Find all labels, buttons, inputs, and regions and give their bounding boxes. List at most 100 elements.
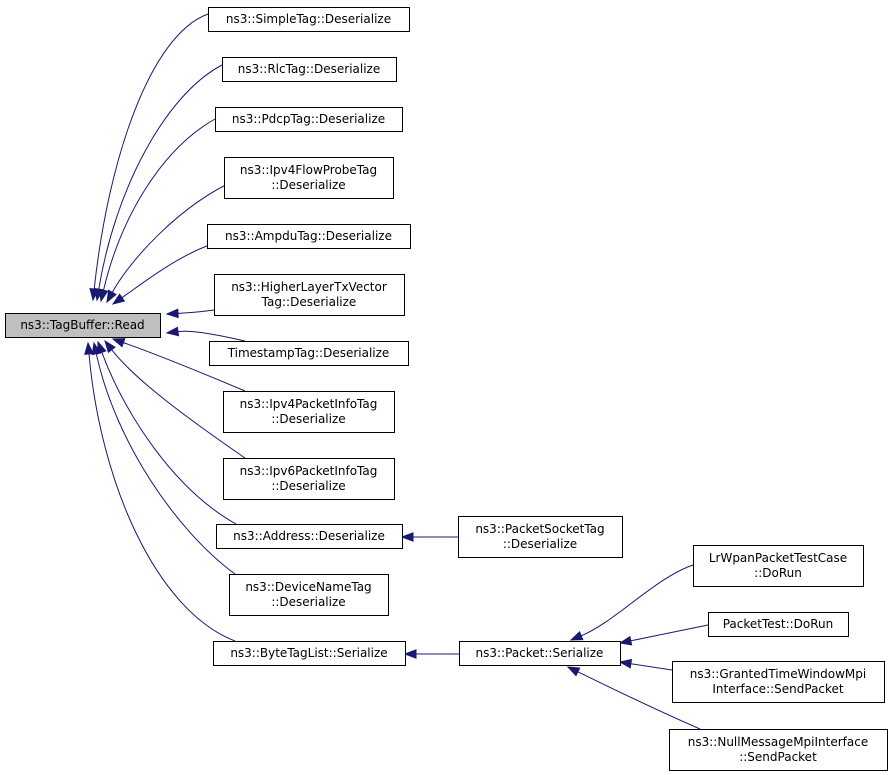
edge-line [103, 118, 216, 291]
edge-n5-to-root [111, 245, 208, 305]
graph-node[interactable]: ns3::NullMessageMpiInterface::SendPacket [669, 729, 888, 771]
node-box [214, 274, 405, 316]
arrowhead-icon [403, 649, 417, 659]
graph-node[interactable]: ns3::GrantedTimeWindowMpiInterface::Send… [672, 661, 885, 703]
graph-node[interactable]: ns3::Ipv6PacketInfoTag::Deserialize [223, 458, 395, 500]
edge-n15-to-n14 [569, 564, 694, 641]
edge-line [101, 352, 237, 525]
node-box [672, 661, 885, 703]
graph-node[interactable]: ns3::Ipv4FlowProbeTag::Deserialize [224, 157, 394, 199]
node-label: ns3::TagBuffer::Read [20, 318, 144, 332]
edge-n4-to-root [106, 179, 237, 304]
graph-node[interactable]: ns3::ByteTagList::Serialize [213, 641, 406, 666]
node-label: ns3::Ipv4PacketInfoTag [240, 397, 378, 411]
node-box [458, 516, 623, 558]
edge-line [581, 564, 694, 637]
edge-n17-to-n14 [618, 658, 673, 671]
node-label: ns3::AmpduTag::Deserialize [225, 229, 392, 243]
arrowhead-icon [569, 631, 584, 641]
arrowhead-icon [165, 308, 179, 319]
edge-line [98, 64, 223, 290]
node-label: ns3::HigherLayerTxVector [231, 280, 387, 294]
edge-line [630, 663, 673, 671]
node-box [209, 341, 409, 366]
nodes-layer: ns3::TagBuffer::Read ns3::SimpleTag::Dese… [5, 7, 888, 771]
edge-line [95, 353, 236, 575]
edge-line [577, 671, 701, 730]
arrowhead-icon [91, 341, 102, 356]
node-label: ns3::PacketSocketTag [475, 522, 604, 536]
edge-n1-to-root [89, 13, 209, 302]
arrowhead-icon [97, 340, 107, 355]
graph-node[interactable]: ns3::Ipv4PacketInfoTag::Deserialize [223, 391, 395, 433]
edge-n3-to-root [98, 118, 216, 303]
arrowhead-icon [618, 635, 633, 646]
arrowhead-icon [111, 293, 126, 305]
edge-n8-to-root [111, 338, 246, 392]
edges-layer [84, 13, 709, 730]
node-label: ::Deserialize [503, 537, 577, 551]
edge-n12-to-root [84, 341, 236, 642]
node-label: Tag::Deserialize [261, 295, 357, 309]
node-box [215, 107, 403, 132]
node-label: ns3::DeviceNameTag [245, 580, 371, 594]
graph-node[interactable]: TimestampTag::Deserialize [209, 341, 409, 366]
node-box [213, 641, 406, 666]
edge-line [93, 13, 209, 290]
edge-line [630, 624, 709, 642]
graph-node[interactable]: ns3::PdcpTag::Deserialize [215, 107, 403, 132]
graph-node[interactable]: ns3::DeviceNameTag::Deserialize [229, 574, 389, 616]
arrowhead-icon [618, 658, 633, 669]
node-box [5, 313, 161, 338]
edge-n2-to-root [93, 64, 223, 302]
node-label: LrWpanPacketTestCase [709, 551, 847, 565]
node-label: ::Deserialize [271, 479, 345, 493]
node-box [222, 57, 397, 82]
edge-n18-to-n14 [566, 666, 701, 730]
node-label: TimestampTag::Deserialize [227, 346, 390, 360]
node-box [708, 612, 849, 637]
edge-line [111, 349, 246, 459]
edge-line [111, 179, 237, 293]
node-box [207, 224, 411, 249]
edge-n6-to-root [165, 308, 215, 319]
graph-node[interactable]: ns3::Address::Deserialize [216, 524, 403, 549]
node-label: ns3::RlcTag::Deserialize [238, 62, 380, 76]
graph-node[interactable]: ns3::AmpduTag::Deserialize [207, 224, 411, 249]
node-label: Interface::SendPacket [712, 682, 844, 696]
graph-node[interactable]: ns3::PacketSocketTag::Deserialize [458, 516, 623, 558]
arrowhead-icon [165, 326, 180, 337]
node-label: ns3::Ipv4FlowProbeTag [240, 163, 377, 177]
node-label: ::Deserialize [271, 412, 345, 426]
graph-node[interactable]: LrWpanPacketTestCase::DoRun [693, 545, 864, 587]
root-node[interactable]: ns3::TagBuffer::Read [5, 313, 161, 338]
node-label: ns3::SimpleTag::Deserialize [226, 12, 391, 26]
graph-node[interactable]: PacketTest::DoRun [708, 612, 849, 637]
edge-n9-to-root [104, 339, 246, 459]
graph-node[interactable]: ns3::SimpleTag::Deserialize [208, 7, 410, 32]
graph-node[interactable]: ns3::RlcTag::Deserialize [222, 57, 397, 82]
node-box [224, 157, 394, 199]
edge-line [121, 245, 208, 299]
edge-n13-to-n10 [400, 532, 458, 542]
node-box [229, 574, 389, 616]
edge-n16-to-n14 [618, 624, 709, 646]
arrowhead-icon [106, 289, 117, 304]
node-label: ns3::Packet::Serialize [476, 646, 604, 660]
arrowhead-icon [98, 288, 109, 303]
edge-line [88, 353, 236, 642]
node-label: ::Deserialize [271, 595, 345, 609]
edge-n7-to-root [165, 326, 246, 342]
node-label: ns3::Ipv6PacketInfoTag [240, 464, 378, 478]
edge-line [177, 309, 215, 314]
edge-n10-to-root [97, 340, 237, 525]
arrowhead-icon [566, 666, 581, 677]
node-label: ns3::ByteTagList::Serialize [230, 646, 387, 660]
node-label: ::SendPacket [739, 750, 817, 764]
node-box [208, 7, 410, 32]
graph-node[interactable]: ns3::Packet::Serialize [459, 641, 621, 666]
arrowhead-icon [104, 339, 116, 354]
node-box [223, 391, 395, 433]
